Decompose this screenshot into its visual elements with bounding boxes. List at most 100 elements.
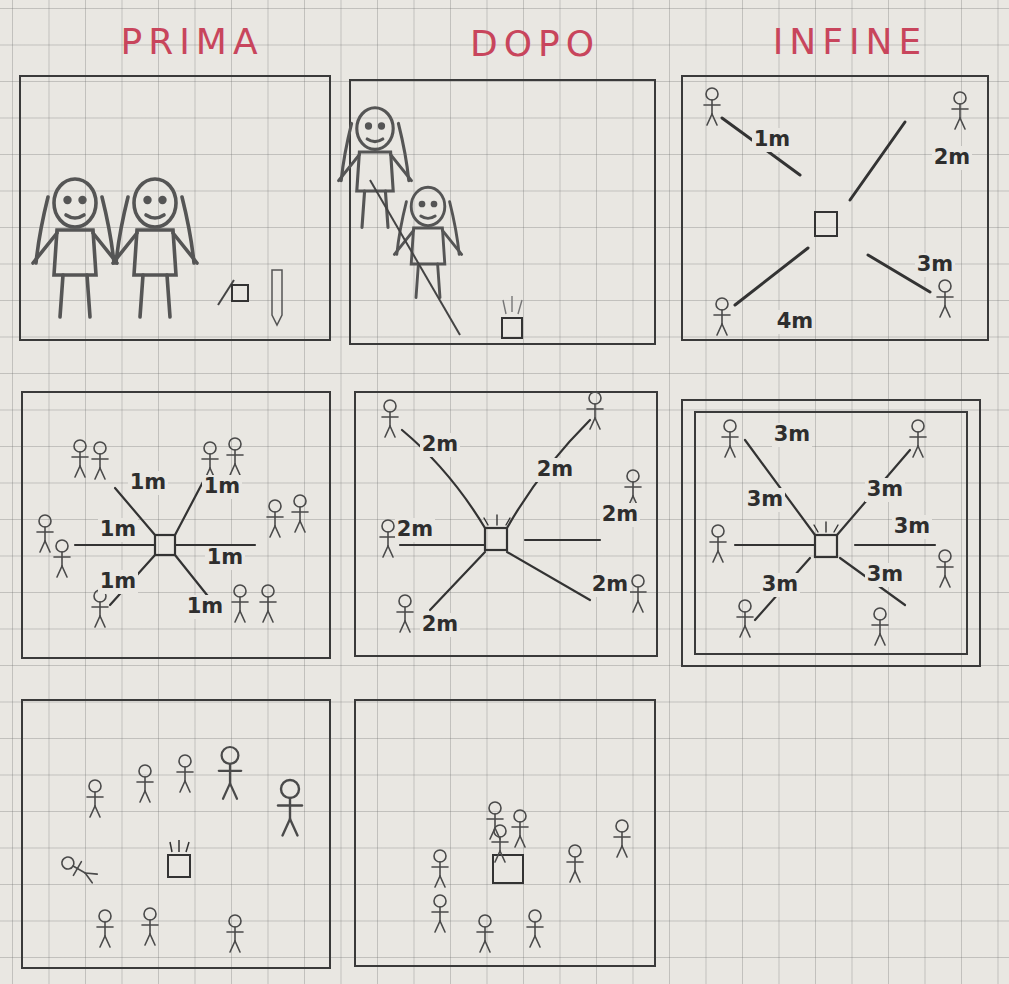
person-figure: [142, 908, 158, 945]
person-figure: [714, 298, 730, 335]
person-figure: [937, 550, 953, 587]
box-symbol: [815, 212, 837, 236]
girl-figure: [339, 108, 412, 228]
panel-3-drawing: [704, 88, 968, 335]
distance-line: [75, 544, 155, 546]
person-figure: [872, 608, 888, 645]
distance-label: 3m: [915, 253, 956, 276]
person-figure: [37, 515, 53, 552]
person-figure: [72, 440, 88, 477]
panel: [22, 700, 330, 968]
distance-line: [525, 539, 600, 541]
panel: [350, 80, 655, 344]
person-figure: [910, 420, 926, 457]
person-figure: [492, 825, 508, 862]
box-symbol: [168, 855, 190, 877]
column-heading: INFINE: [771, 22, 930, 62]
person-figure: [227, 915, 243, 952]
girl-figure: [33, 179, 117, 317]
pencil: [272, 270, 282, 325]
distance-line: [175, 478, 205, 535]
person-figure: [614, 820, 630, 857]
person-figure: [587, 392, 603, 429]
distance-line: [855, 544, 935, 546]
person-figure: [267, 500, 283, 537]
person-figure: [952, 92, 968, 129]
distance-line: [840, 558, 905, 605]
panel: [355, 392, 657, 656]
person-figure: [432, 850, 448, 887]
panel: [682, 400, 980, 666]
person-figure: [232, 585, 248, 622]
distance-label: 2m: [535, 458, 576, 481]
panel: [682, 76, 988, 340]
person-figure: [227, 438, 243, 475]
person-figure: [278, 780, 302, 836]
person-figure: [512, 810, 528, 847]
column-heading: PRIMA: [118, 22, 265, 62]
panel-7-drawing: [59, 747, 302, 952]
distance-line: [430, 552, 485, 610]
panel-frames: [20, 76, 988, 968]
panel: [355, 700, 655, 966]
mark-lines: [170, 840, 189, 852]
distance-line: [755, 558, 810, 620]
distance-label: 1m: [205, 546, 246, 569]
distance-label: 2m: [420, 613, 461, 636]
person-figure: [432, 895, 448, 932]
person-figure: [382, 400, 398, 437]
person-figure: [54, 540, 70, 577]
mark-lines: [484, 515, 510, 525]
distance-label: 4m: [775, 310, 816, 333]
person-figure: [92, 590, 108, 627]
panel-4-drawing: [37, 438, 308, 627]
box-symbol: [232, 285, 248, 301]
distance-label: 3m: [745, 488, 786, 511]
distance-line: [402, 430, 485, 528]
box-symbol: [155, 535, 175, 555]
distance-label: 3m: [772, 423, 813, 446]
distance-line: [735, 248, 808, 305]
distance-line: [507, 552, 590, 600]
distance-label: 1m: [202, 475, 243, 498]
person-figure: [722, 420, 738, 457]
person-figure: [937, 280, 953, 317]
distance-line: [850, 122, 905, 200]
distance-label: 3m: [865, 563, 906, 586]
person-figure: [59, 853, 99, 885]
panel: [695, 412, 967, 654]
person-figure: [219, 747, 241, 799]
person-figure: [527, 910, 543, 947]
distance-label: 3m: [760, 573, 801, 596]
distance-line: [722, 118, 800, 175]
distance-label: 1m: [98, 570, 139, 593]
distance-label: 1m: [752, 128, 793, 151]
distance-line: [735, 544, 815, 546]
person-figure: [137, 765, 153, 802]
person-figure: [710, 525, 726, 562]
distance-line: [745, 440, 815, 535]
mark-lines: [503, 296, 522, 314]
distance-label: 3m: [892, 515, 933, 538]
box-symbol: [485, 528, 507, 550]
box-symbol: [502, 318, 522, 338]
panel-5-drawing: [380, 392, 646, 632]
box-symbol: [815, 535, 837, 557]
distance-label: 1m: [98, 518, 139, 541]
person-figure: [477, 915, 493, 952]
girl-figure: [113, 179, 197, 317]
distance-label: 1m: [128, 471, 169, 494]
distance-label: 2m: [932, 146, 973, 169]
person-figure: [397, 595, 413, 632]
person-figure: [380, 520, 396, 557]
person-figure: [97, 910, 113, 947]
panel: [22, 392, 330, 658]
distance-label: 2m: [590, 573, 631, 596]
box-symbol: [493, 855, 523, 883]
person-figure: [202, 442, 218, 479]
distance-label: 1m: [185, 595, 226, 618]
distance-label: 2m: [420, 433, 461, 456]
panel-2-drawing: [339, 108, 522, 338]
person-figure: [737, 600, 753, 637]
person-figure: [567, 845, 583, 882]
